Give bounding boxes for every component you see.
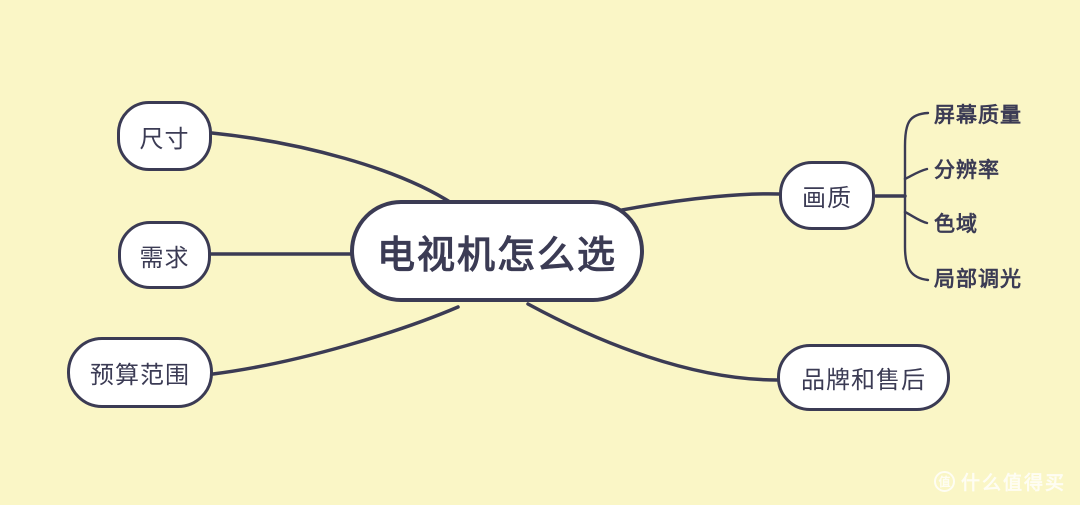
node-budget-label: 预算范围	[90, 361, 190, 389]
smzdm-logo-char: 值	[938, 475, 951, 489]
connector-budget-root	[211, 305, 460, 376]
subitem-resolution[interactable]: 分辨率	[934, 158, 1000, 182]
node-size-label: 尺寸	[139, 124, 190, 153]
smzdm-logo-icon: 值	[933, 471, 955, 492]
subitem-local-dimming-label: 局部调光	[934, 267, 1022, 291]
node-root-label: 电视机怎么选	[376, 232, 617, 277]
connector-root-quality	[620, 192, 781, 212]
subitem-screen-quality-label: 屏幕质量	[934, 103, 1022, 127]
node-brand[interactable]: 品牌和售后	[777, 344, 950, 411]
subitem-color-gamut-label: 色域	[934, 212, 978, 236]
bracket-hook-resolution	[903, 167, 929, 181]
smzdm-watermark-text: 什么值得买	[960, 472, 1066, 494]
subitem-color-gamut[interactable]: 色域	[934, 212, 978, 236]
connector-root-brand	[526, 302, 779, 382]
node-brand-label: 品牌和售后	[801, 366, 926, 394]
node-quality[interactable]: 画质	[779, 161, 875, 230]
bracket-outer	[903, 111, 930, 282]
node-size[interactable]: 尺寸	[117, 101, 212, 171]
subitem-screen-quality[interactable]: 屏幕质量	[934, 103, 1022, 127]
bracket-hook-gamut	[903, 210, 929, 225]
subitem-local-dimming[interactable]: 局部调光	[934, 267, 1022, 291]
node-need-label: 需求	[139, 243, 190, 272]
connector-size-root	[210, 131, 455, 206]
subitem-resolution-label: 分辨率	[934, 158, 1000, 182]
node-budget[interactable]: 预算范围	[67, 337, 213, 408]
node-quality-label: 画质	[802, 184, 852, 212]
node-root[interactable]: 电视机怎么选	[350, 200, 644, 302]
smzdm-watermark: 值 什么值得买	[933, 468, 1066, 495]
node-need[interactable]: 需求	[118, 221, 211, 289]
